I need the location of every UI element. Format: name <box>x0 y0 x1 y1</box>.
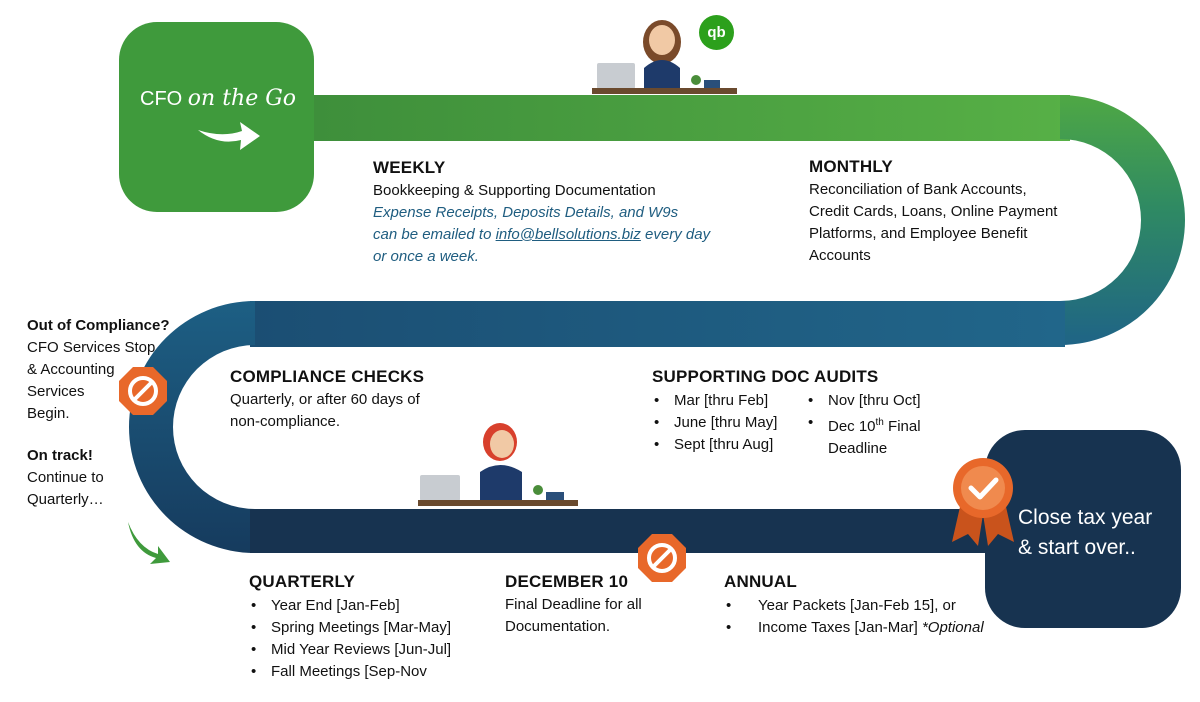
list-item: Mar [thru Feb] <box>652 390 806 412</box>
dec-suffix: th <box>875 417 884 428</box>
dec-final: Final <box>883 418 921 435</box>
on-track-line: Continue to <box>27 469 104 486</box>
december-section: DECEMBER 10 Final Deadline for all Docum… <box>505 572 705 638</box>
list-item: Year Packets [Jan-Feb 15], or <box>724 595 1024 617</box>
no-entry-octagon-icon <box>119 367 167 415</box>
green-arrow-icon <box>128 522 170 564</box>
brand-main: CFO <box>140 88 183 110</box>
dec-deadline: Deadline <box>828 440 888 457</box>
audits-section: SUPPORTING DOC AUDITS Mar [thru Feb] Jun… <box>652 367 972 460</box>
monthly-line: Reconciliation of Bank Accounts, <box>809 181 1027 198</box>
weekly-italic-line1: Expense Receipts, Deposits Details, and … <box>373 204 679 221</box>
compliance-side-notes: Out of Compliance? CFO Services Stop & A… <box>27 315 187 511</box>
bookkeeper-illustration <box>592 20 737 94</box>
curved-arrow-icon <box>198 122 260 150</box>
brand-script: on the Go <box>187 86 297 111</box>
monthly-section: MONTHLY Reconciliation of Bank Accounts,… <box>809 157 1099 267</box>
list-item: Year End [Jan-Feb] <box>249 595 489 617</box>
annual-section: ANNUAL Year Packets [Jan-Feb 15], or Inc… <box>724 572 1024 639</box>
quarterly-list: Year End [Jan-Feb] Spring Meetings [Mar-… <box>249 595 489 683</box>
close-line: & start over.. <box>1018 536 1136 559</box>
december-line: Final Deadline for all <box>505 596 642 613</box>
compliance-checks-section: COMPLIANCE CHECKS Quarterly, or after 60… <box>230 367 490 433</box>
monthly-line: Credit Cards, Loans, Online Payment <box>809 203 1058 220</box>
close-line: Close tax year <box>1018 506 1153 529</box>
list-item: Mid Year Reviews [Jun-Jul] <box>249 639 489 661</box>
list-item: June [thru May] <box>652 412 806 434</box>
out-of-compliance-heading: Out of Compliance? <box>27 317 170 334</box>
list-item: Fall Meetings [Sep-Nov <box>249 661 489 683</box>
compliance-line: non-compliance. <box>230 413 341 430</box>
out-of-compliance-line: Begin. <box>27 405 70 422</box>
december-line: Documentation. <box>505 618 611 635</box>
quarterly-heading: QUARTERLY <box>249 572 356 591</box>
weekly-section: WEEKLY Bookkeeping & Supporting Document… <box>373 158 753 268</box>
annual-heading: ANNUAL <box>724 572 797 591</box>
monthly-line: Platforms, and Employee Benefit <box>809 225 1028 242</box>
monthly-heading: MONTHLY <box>809 157 893 176</box>
weekly-italic-suffix: every day <box>640 226 711 243</box>
brand-logo: CFO on the Go <box>140 86 296 111</box>
accountant-illustration <box>418 423 578 506</box>
list-item: Nov [thru Oct] <box>806 390 921 412</box>
compliance-line: Quarterly, or after 60 days of <box>230 391 420 408</box>
list-item: Sept [thru Aug] <box>652 434 806 456</box>
on-track-line: Quarterly… <box>27 491 104 508</box>
out-of-compliance-line: Services <box>27 383 85 400</box>
weekly-description: Bookkeeping & Supporting Documentation <box>373 182 656 199</box>
quarterly-section: QUARTERLY Year End [Jan-Feb] Spring Meet… <box>249 572 489 683</box>
december-heading: DECEMBER 10 <box>505 572 629 591</box>
no-entry-octagon-icon <box>638 534 686 582</box>
close-tax-year-label: Close tax year & start over.. <box>1018 503 1152 563</box>
out-of-compliance-line: & Accounting <box>27 361 115 378</box>
on-track-heading: On track! <box>27 447 93 464</box>
audits-heading: SUPPORTING DOC AUDITS <box>652 367 879 386</box>
weekly-italic-prefix: can be emailed to <box>373 226 496 243</box>
monthly-line: Accounts <box>809 247 871 264</box>
annual-optional-note: *Optional <box>921 619 984 636</box>
list-item: Spring Meetings [Mar-May] <box>249 617 489 639</box>
weekly-italic-line2: can be emailed to info@bellsolutions.biz… <box>373 224 753 246</box>
audits-list-1: Mar [thru Feb] June [thru May] Sept [thr… <box>652 390 806 460</box>
checkmark-award-ribbon-icon <box>952 458 1014 546</box>
dec-date: Dec 10 <box>828 418 876 435</box>
weekly-italic-line3: or once a week. <box>373 248 479 265</box>
out-of-compliance-line: CFO Services Stop <box>27 339 156 356</box>
weekly-heading: WEEKLY <box>373 158 446 177</box>
quickbooks-logo: qb <box>699 15 734 50</box>
annual-list: Year Packets [Jan-Feb 15], or Income Tax… <box>724 595 1024 639</box>
compliance-heading: COMPLIANCE CHECKS <box>230 367 425 386</box>
annual-income-taxes: Income Taxes [Jan-Mar] <box>758 619 922 636</box>
list-item: Income Taxes [Jan-Mar] *Optional <box>724 617 1024 639</box>
email-link[interactable]: info@bellsolutions.biz <box>495 226 641 243</box>
